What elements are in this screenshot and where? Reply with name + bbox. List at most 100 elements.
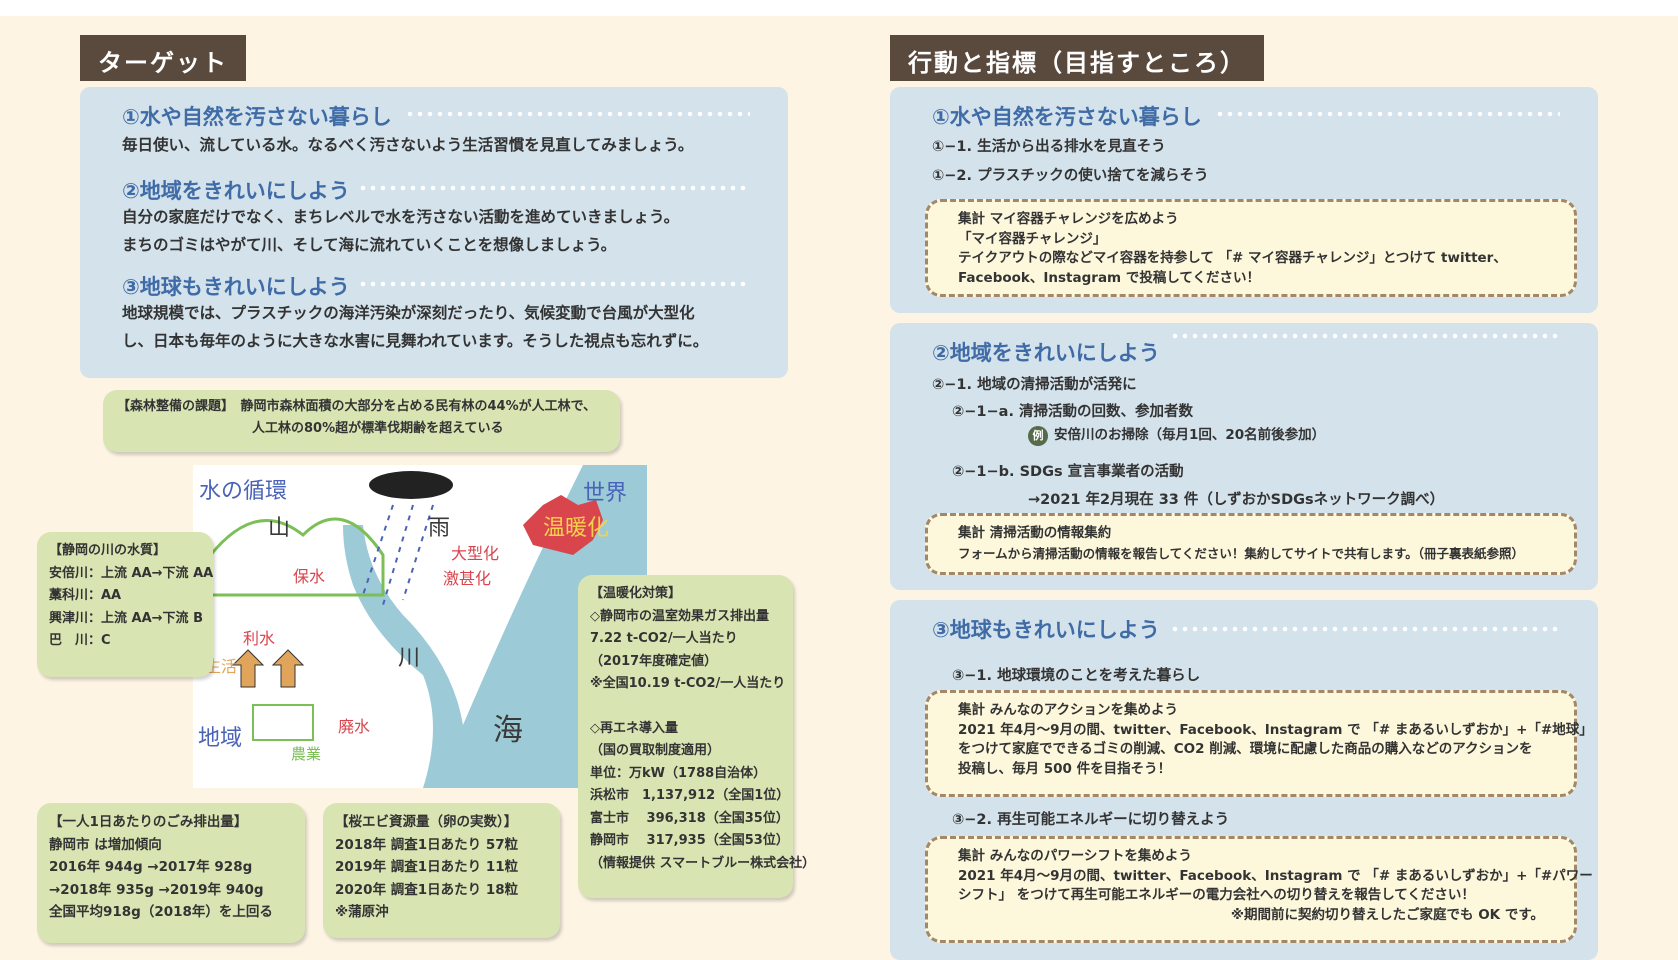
water-cycle-illustration: 水の循環 山 雨 世界 温暖化 大型化 激甚化 保水 利水 生活 川 海 廃水 …: [193, 465, 647, 788]
dots-divider: [405, 111, 750, 117]
target-2-text: 自分の家庭だけでなく、まちレベルで水を汚さない活動を進めていきましょう。: [122, 208, 680, 226]
bubble-line: 2018年 調査1日あたり 57粒: [335, 836, 519, 853]
action-1-1: ①−1. 生活から出る排水を見直そう: [932, 139, 1166, 155]
box-title: 集計 マイ容器チャレンジを広めよう: [958, 211, 1179, 227]
bubble-line: 2020年 調査1日あたり 18粒: [335, 881, 519, 898]
illus-river: 川: [398, 646, 421, 671]
target-1-text: 毎日使い、流している水。なるべく汚さないよう生活習慣を見直してみましょう。: [122, 136, 694, 154]
action-3-title: ③地球もきれいにしよう: [932, 618, 1160, 642]
top-strip: [0, 0, 1678, 16]
action-2-1-a: ②−1−a. 清掃活動の回数、参加者数: [952, 404, 1194, 420]
bubble-line: 単位：万kW（1788自治体）: [590, 765, 767, 781]
action-collect-box: 集計 みんなのアクションを集めよう 2021 年4月〜9月の間、twitter、…: [925, 690, 1593, 797]
bubble-line: 【桜エビ資源量（卵の実数）】: [335, 814, 518, 830]
river-quality-bubble: 【静岡の川の水質】 安倍川：上流 AA→下流 AA 藁科川：AA 興津川：上流 …: [37, 532, 213, 677]
illus-life: 生活: [205, 657, 238, 676]
dots-divider: [358, 185, 750, 191]
target-2-title: ②地域をきれいにしよう: [122, 179, 350, 203]
warming-bubble: 【温暖化対策】 ◇静岡市の温室効果ガス排出量 7.22 t-CO2/一人当たり …: [578, 575, 816, 898]
forest-bubble: 【森林整備の課題】 静岡市森林面積の大部分を占める民有林の44%が人工林で、 人…: [103, 390, 620, 452]
power-shift-box: 集計 みんなのパワーシフトを集めよう 2021 年4月〜9月の間、twitter…: [925, 836, 1593, 943]
example-line: 例安倍川のお掃除（毎月1回、20名前後参加）: [1028, 423, 1325, 446]
action-3-1: ③−1. 地球環境のことを考えた暮らし: [952, 668, 1201, 684]
example-text: 安倍川のお掃除（毎月1回、20名前後参加）: [1054, 427, 1326, 443]
bubble-line: 2019年 調査1日あたり 11粒: [335, 859, 519, 875]
garbage-bubble: 【一人1日あたりのごみ排出量】 静岡市 は増加傾向 2016年 944g →20…: [37, 803, 305, 943]
box-line: 2021 年4月〜9月の間、twitter、Facebook、Instagram…: [958, 867, 1593, 884]
box-line: 「マイ容器チャレンジ」: [958, 230, 1107, 247]
actions-tag: 行動と指標（目指すところ）: [890, 35, 1264, 81]
box-title: 集計 清掃活動の情報集約: [958, 525, 1112, 541]
bubble-line: 浜松市 1,137,912（全国1位）: [590, 788, 790, 803]
illus-mountain: 山: [268, 516, 291, 541]
bubble-line: 【一人1日あたりのごみ排出量】: [49, 814, 248, 830]
illus-sea: 海: [493, 713, 523, 748]
bubble-line: 【温暖化対策】: [590, 586, 682, 601]
bubble-line: 興津川：上流 AA→下流 B: [49, 610, 203, 626]
actions-panel-3: ③地球もきれいにしよう ③−1. 地球環境のことを考えた暮らし 集計 みんなのア…: [890, 600, 1598, 960]
box-line: フォームから清掃活動の情報を報告してください！集約してサイトで共有します。（冊子…: [958, 545, 1525, 561]
illus-severe: 激甚化: [443, 569, 492, 588]
box-line: シフト」 をつけて再生可能エネルギーの電力会社への切り替えを報告してください！: [958, 887, 1475, 903]
target-1-title: ①水や自然を汚さない暮らし: [122, 105, 392, 129]
water-cycle-drawing: [201, 465, 647, 788]
bubble-line: ◇静岡市の温室効果ガス排出量: [590, 608, 769, 624]
bubble-line: 7.22 t-CO2/一人当たり: [590, 631, 738, 646]
illus-waste: 廃水: [338, 717, 371, 736]
action-1-2: ①−2. プラスチックの使い捨てを減らそう: [932, 168, 1209, 184]
sakura-shrimp-bubble: 【桜エビ資源量（卵の実数）】 2018年 調査1日あたり 57粒 2019年 調…: [323, 803, 560, 938]
bubble-line: →2018年 935g →2019年 940g: [49, 881, 264, 898]
bubble-line: ※全国10.19 t-CO2/一人当たり: [590, 676, 786, 691]
action-2-title: ②地域をきれいにしよう: [932, 341, 1160, 365]
dots-divider: [1170, 626, 1560, 632]
bubble-spacer: [590, 696, 781, 718]
box-line: 2021 年4月〜9月の間、twitter、Facebook、Instagram…: [958, 721, 1593, 738]
bubble-line: （情報提供 スマートブルー株式会社）: [590, 855, 816, 871]
box-line: テイクアウトの際などマイ容器を持参して 「# マイ容器チャレンジ」とつけて tw…: [958, 250, 1507, 266]
target-3-text: し、日本も毎年のように大きな水害に見舞われています。そうした視点も忘れずに。: [122, 332, 709, 350]
target-3-text: 地球規模では、プラスチックの海洋汚染が深刻だったり、気候変動で台風が大型化: [122, 304, 695, 322]
action-2-1-b: ②−1−b. SDGs 宣言事業者の活動: [952, 464, 1184, 480]
dots-divider: [1170, 333, 1560, 339]
illus-warming: 温暖化: [543, 516, 610, 541]
actions-panel-1: ①水や自然を汚さない暮らし ①−1. 生活から出る排水を見直そう ①−2. プラ…: [890, 87, 1598, 313]
bubble-line: 2016年 944g →2017年 928g: [49, 859, 253, 875]
action-1-title: ①水や自然を汚さない暮らし: [932, 105, 1202, 129]
dots-divider: [358, 281, 750, 287]
illus-rain: 雨: [428, 516, 451, 541]
bubble-line: （2017年度確定値）: [590, 653, 718, 669]
box-title: 集計 みんなのアクションを集めよう: [958, 702, 1179, 718]
bubble-line: 【森林整備の課題】 静岡市森林面積の大部分を占める民有林の44%が人工林で、: [117, 399, 597, 414]
illus-big: 大型化: [451, 544, 500, 563]
bubble-line: 全国平均918g（2018年）を上回る: [49, 904, 273, 920]
my-container-box: 集計 マイ容器チャレンジを広めよう 「マイ容器チャレンジ」 テイクアウトの際など…: [925, 199, 1577, 297]
cleanup-box: 集計 清掃活動の情報集約 フォームから清掃活動の情報を報告してください！集約して…: [925, 513, 1577, 575]
illus-use: 利水: [243, 629, 276, 648]
actions-panel-2: ②地域をきれいにしよう ②−1. 地域の清掃活動が活発に ②−1−a. 清掃活動…: [890, 323, 1598, 590]
target-tag: ターゲット: [80, 35, 246, 81]
illus-region: 地域: [198, 726, 243, 751]
illus-retain: 保水: [293, 567, 326, 586]
bubble-line: ※蒲原沖: [335, 904, 389, 920]
target-panel: ①水や自然を汚さない暮らし 毎日使い、流している水。なるべく汚さないよう生活習慣…: [80, 87, 788, 378]
bubble-line: （国の買取制度適用）: [590, 743, 721, 758]
box-line: をつけて家庭でできるゴミの削減、CO2 削減、環境に配慮した商品の購入などのアク…: [958, 741, 1533, 757]
action-3-2: ③−2. 再生可能エネルギーに切り替えよう: [952, 812, 1230, 828]
action-2-1: ②−1. 地域の清掃活動が活発に: [932, 377, 1137, 393]
example-badge: 例: [1028, 426, 1048, 446]
illus-title: 水の循環: [199, 479, 288, 504]
bubble-line: 安倍川：上流 AA→下流 AA: [49, 565, 214, 581]
bubble-line: 富士市 396,318（全国35位）: [590, 810, 789, 826]
illus-world: 世界: [583, 481, 628, 506]
box-line: 投稿し、毎月 500 件を目指そう！: [958, 760, 1172, 777]
bubble-line: 人工林の80%超が標準伐期齢を超えている: [252, 421, 504, 436]
dots-divider: [1215, 111, 1560, 117]
illus-farm: 農業: [291, 745, 322, 763]
target-2-text: まちのゴミはやがて川、そして海に流れていくことを想像しましょう。: [122, 236, 617, 254]
bubble-line: 巴 川：C: [49, 633, 111, 648]
box-line: Facebook、Instagram で投稿してください！: [958, 269, 1261, 286]
bubble-line: 静岡市 317,935（全国53位）: [590, 833, 789, 848]
bubble-line: 静岡市 は増加傾向: [49, 836, 162, 853]
bubble-line: 【静岡の川の水質】: [49, 543, 167, 558]
box-note: ※期間前に契約切り替えしたご家庭でも OK です。: [1230, 906, 1544, 923]
